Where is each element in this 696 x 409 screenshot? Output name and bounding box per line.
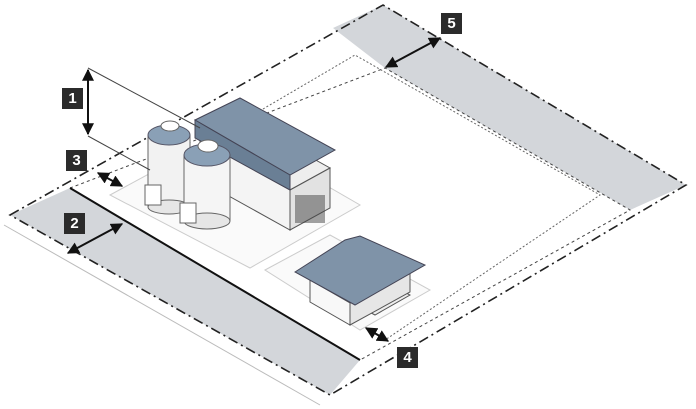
road-edge — [69, 187, 361, 361]
callout-3: 3 — [66, 150, 87, 171]
callout-1: 1 — [62, 88, 83, 109]
dimension-arrow-3 — [96, 172, 124, 187]
silo-2 — [179, 139, 231, 230]
callout-5: 5 — [441, 13, 462, 34]
silo-1 — [144, 120, 191, 215]
small-barn — [294, 235, 427, 326]
dimension-arrow-4 — [364, 327, 390, 342]
dimension-arrow-2 — [66, 223, 124, 254]
dimension-arrow-5 — [384, 37, 442, 68]
callout-4: 4 — [397, 347, 418, 368]
callout-2: 2 — [64, 213, 85, 234]
road-strip-right — [333, 5, 686, 210]
property-boundary — [8, 4, 688, 396]
